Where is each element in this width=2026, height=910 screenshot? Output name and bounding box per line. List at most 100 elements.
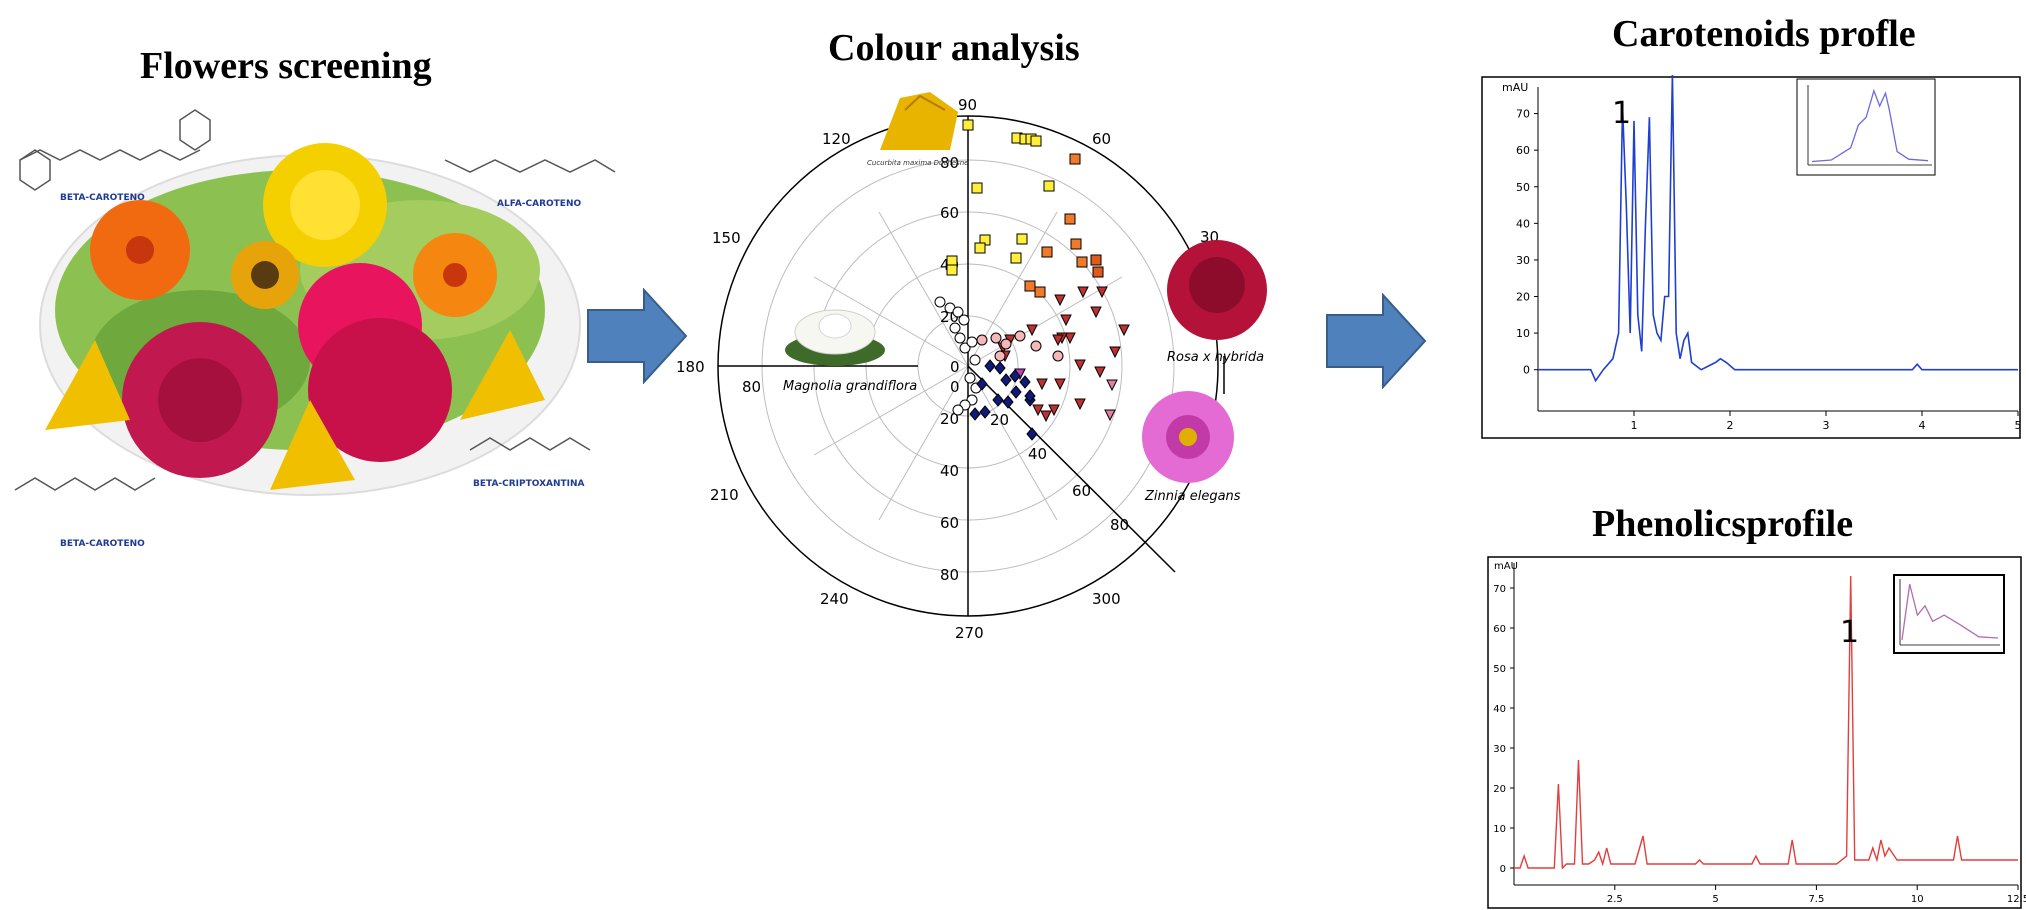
data-point-diamond: [1010, 385, 1022, 399]
data-point-diamond: [1009, 369, 1021, 383]
data-point-triangle: [1054, 378, 1066, 391]
y-tick-label: 70: [1493, 584, 1506, 595]
x-tick-label: 2.5: [1607, 894, 1623, 905]
data-point-diamond: [969, 407, 981, 421]
data-point-square: [1076, 256, 1088, 268]
data-point-diamond: [992, 393, 1004, 407]
data-point-diamond: [1019, 375, 1031, 389]
y-tick-label: 60: [1516, 144, 1530, 157]
molecule-label: ALFA-CAROTENO: [497, 199, 581, 209]
data-point-circle: [994, 350, 1006, 362]
polar-radial-label: 80: [940, 566, 959, 584]
pink-rose-icon: [298, 263, 452, 462]
polar-angle-label: 90: [958, 96, 977, 114]
polar-radial-label: 20: [990, 411, 1009, 429]
data-point-square: [1092, 266, 1104, 278]
y-tick-label: 20: [1516, 291, 1530, 304]
y-tick-label: 40: [1516, 217, 1530, 230]
data-point-square: [1069, 153, 1081, 165]
species-label: Rosa x hybrida: [1167, 350, 1264, 365]
data-point-triangle: [1052, 334, 1064, 347]
polar-radial-label: 0: [950, 358, 960, 376]
red-rose-icon: [122, 322, 278, 478]
data-point-triangle: [1074, 398, 1086, 411]
data-point-diamond: [984, 359, 996, 373]
molecule-structure-icon: [14, 109, 616, 491]
data-point-diamond: [994, 361, 1006, 375]
data-point-triangle: [1054, 294, 1066, 307]
data-point-square: [1041, 246, 1053, 258]
polar-radial-label: 80: [940, 154, 959, 172]
data-point-circle: [959, 342, 971, 354]
x-tick-label: 5: [1712, 894, 1718, 905]
data-point-circle: [969, 354, 981, 366]
zinnia-flower-icon: [1142, 391, 1234, 483]
y-axis-unit: mAU: [1494, 561, 1518, 572]
data-point-square: [1043, 180, 1055, 192]
polar-radial-label: 80: [1110, 516, 1129, 534]
inset-spectrum-line: [1811, 88, 1929, 163]
orange-flower-icon: [413, 233, 497, 317]
data-point-circle: [949, 322, 961, 334]
data-point-square: [1064, 213, 1076, 225]
data-point-triangle: [1060, 314, 1072, 327]
data-point-circle: [1014, 330, 1026, 342]
polar-angle-label: 210: [710, 486, 739, 504]
polar-angle-label: 300: [1092, 590, 1121, 608]
magnolia-flower-icon: [785, 309, 885, 366]
flow-arrow-icon: [587, 288, 688, 384]
data-point-square: [1016, 233, 1028, 245]
y-tick-label: 50: [1516, 181, 1530, 194]
polar-radial-label: 60: [940, 204, 959, 222]
species-label: Zinnia elegans: [1144, 489, 1241, 504]
polar-data-points: [934, 119, 1130, 441]
x-tick-label: 3: [1823, 419, 1830, 432]
polar-angle-label: 60: [1092, 130, 1111, 148]
carotenoids-series-line: [1538, 75, 2018, 383]
x-tick-label: 5: [2015, 419, 2022, 432]
polar-radial-label: 80: [742, 378, 761, 396]
data-point-circle: [964, 372, 976, 384]
x-tick-label: 7.5: [1808, 894, 1824, 905]
yellow-flower-icon: [263, 143, 387, 267]
colour-polar-plot: 90 60 30 120 150 180 210 240 270 300 20 …: [676, 92, 1267, 642]
polar-angle-label: 240: [820, 590, 849, 608]
data-point-diamond: [1026, 427, 1038, 441]
data-point-square: [974, 242, 986, 254]
species-label: Magnolia grandiflora: [783, 379, 917, 394]
data-point-triangle: [1096, 286, 1108, 299]
data-point-circle: [952, 404, 964, 416]
squash-blossom-icon: [45, 330, 545, 490]
y-tick-label: 0: [1500, 864, 1506, 875]
polar-angle-label: 180: [676, 358, 705, 376]
y-tick-label: 60: [1493, 624, 1506, 635]
polar-radial-label: 40: [940, 462, 959, 480]
carotenoids-profile-title: Carotenoids profle: [1612, 13, 1916, 55]
y-tick-label: 30: [1493, 744, 1506, 755]
data-point-circle: [1000, 338, 1012, 350]
polar-radial-label: 40: [1028, 445, 1047, 463]
y-tick-label: 10: [1493, 824, 1506, 835]
data-point-square: [1090, 254, 1102, 266]
y-tick-label: 70: [1516, 108, 1530, 121]
molecule-label: BETA-CAROTENO: [60, 539, 145, 549]
x-tick-label: 1: [1631, 419, 1638, 432]
colour-analysis-title: Colour analysis: [828, 27, 1080, 69]
data-point-circle: [958, 314, 970, 326]
x-tick-label: 4: [1919, 419, 1926, 432]
data-point-circle: [976, 334, 988, 346]
x-tick-label: 12.5: [2007, 894, 2026, 905]
data-point-diamond: [979, 405, 991, 419]
data-point-triangle: [1032, 404, 1044, 417]
data-point-square: [946, 264, 958, 276]
data-point-circle: [966, 336, 978, 348]
data-point-square: [971, 182, 983, 194]
polar-radial-label: 60: [1072, 482, 1091, 500]
data-point-triangle: [1104, 409, 1116, 422]
polar-angle-label: 150: [712, 229, 741, 247]
squash-blossom-icon: [880, 92, 958, 150]
phenolics-profile-title: Phenolicsprofile: [1592, 503, 1854, 545]
data-point-diamond: [1002, 395, 1014, 409]
data-point-triangle: [1026, 324, 1038, 337]
sunflower-icon: [231, 241, 299, 309]
